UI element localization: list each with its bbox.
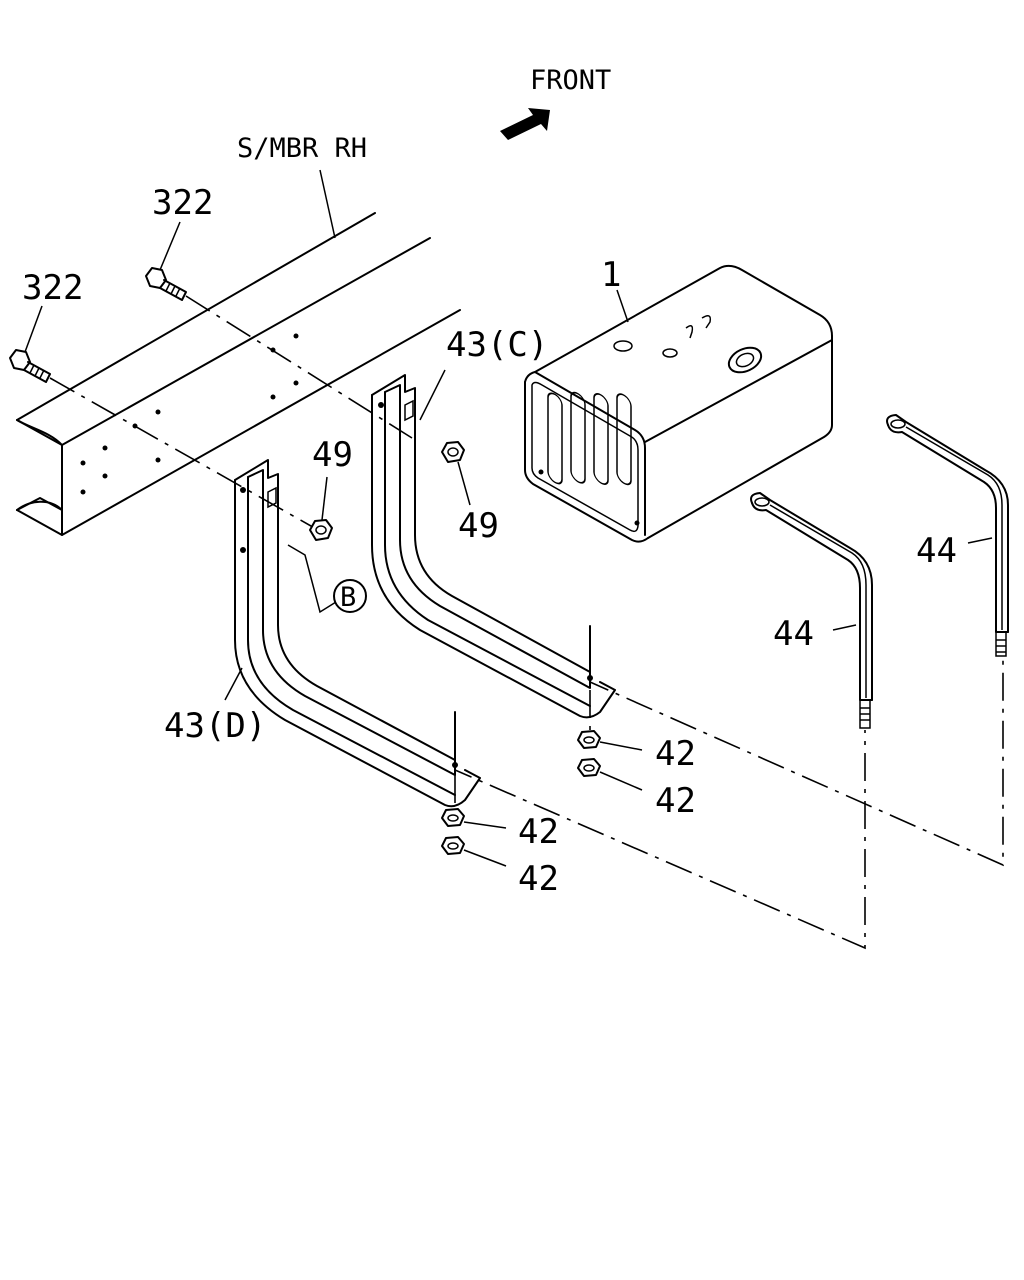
bracket-d-label: 43(D) bbox=[164, 706, 266, 746]
nut-42-c2 bbox=[577, 758, 601, 777]
nut-42-c2-label: 42 bbox=[655, 781, 696, 821]
bolt-lower bbox=[9, 349, 51, 383]
nut-42-d1-label: 42 bbox=[518, 812, 559, 852]
centerline-strap-right bbox=[589, 626, 1004, 867]
frame-label: S/MBR RH bbox=[237, 133, 367, 164]
ref-b-leader bbox=[287, 544, 337, 614]
nut-42-d2 bbox=[441, 836, 465, 855]
bracket-c bbox=[371, 374, 616, 719]
nut-49-left-label: 49 bbox=[312, 435, 353, 475]
nut-42-c2-leader bbox=[599, 771, 643, 791]
centerline-upper bbox=[185, 295, 413, 439]
nut-42-d1-leader bbox=[463, 821, 507, 829]
nut-42-c1 bbox=[577, 730, 601, 749]
bracket-d-leader bbox=[224, 667, 243, 701]
nut-49-right bbox=[441, 441, 465, 463]
bolt-lower-label: 322 bbox=[22, 268, 83, 308]
strap-44-right bbox=[886, 414, 1009, 657]
nut-49-left-leader bbox=[321, 476, 328, 521]
strap-44-left bbox=[750, 492, 873, 729]
fuel-tank bbox=[524, 264, 833, 543]
bolt-upper-label: 322 bbox=[152, 183, 213, 223]
strap-44-left-leader bbox=[832, 624, 857, 631]
nut-49-right-leader bbox=[457, 461, 471, 506]
nut-49-left bbox=[309, 519, 333, 541]
strap-44-left-label: 44 bbox=[773, 614, 814, 654]
nut-42-c1-leader bbox=[599, 741, 643, 751]
tank-label: 1 bbox=[601, 255, 621, 295]
front-label: FRONT bbox=[530, 65, 611, 96]
nut-42-d2-leader bbox=[463, 849, 507, 867]
bolt-upper-leader bbox=[159, 221, 181, 271]
nut-42-d2-label: 42 bbox=[518, 859, 559, 899]
circled-letter-icon: B bbox=[333, 579, 367, 613]
nut-49-right-label: 49 bbox=[458, 506, 499, 546]
bracket-c-leader bbox=[419, 369, 446, 421]
bracket-c-label: 43(C) bbox=[446, 325, 548, 365]
nut-42-d1 bbox=[441, 808, 465, 827]
frame-side-member bbox=[16, 212, 461, 536]
bolt-lower-leader bbox=[24, 305, 43, 353]
ref-b-label: B bbox=[340, 582, 356, 613]
frame-leader bbox=[319, 169, 336, 239]
nut-42-c1-label: 42 bbox=[655, 734, 696, 774]
front-arrow-icon bbox=[500, 108, 550, 140]
bracket-d bbox=[234, 459, 481, 808]
strap-44-right-label: 44 bbox=[916, 531, 957, 571]
centerline-strap-left bbox=[454, 712, 866, 950]
bolt-upper bbox=[145, 267, 187, 301]
strap-44-right-leader bbox=[967, 537, 993, 544]
tank-leader bbox=[616, 289, 629, 323]
